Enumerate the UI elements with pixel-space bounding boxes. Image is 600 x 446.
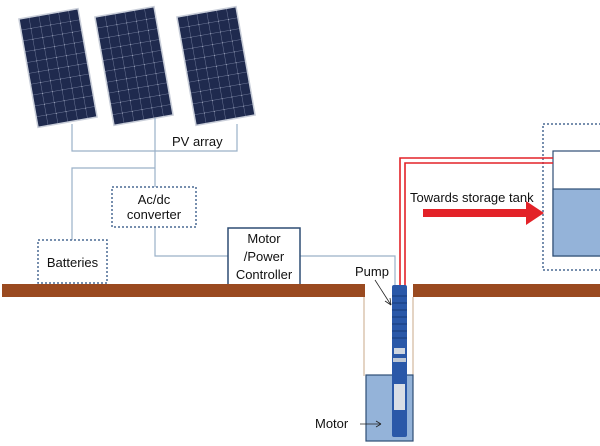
solar-panel-3 xyxy=(176,5,256,127)
submersible-pump xyxy=(392,285,407,437)
converter-box xyxy=(111,186,197,228)
pump-pointer-arrow xyxy=(374,279,392,306)
wiring xyxy=(71,118,396,285)
ground-right xyxy=(413,284,600,297)
controller-label-line1: Motor xyxy=(247,231,281,246)
batteries-label: Batteries xyxy=(46,255,99,270)
delivery-pipe xyxy=(399,157,553,286)
solar-panel-1 xyxy=(18,7,98,129)
converter-label-line2: converter xyxy=(126,207,182,222)
well-walls xyxy=(363,297,414,376)
pump-label: Pump xyxy=(355,264,389,279)
controller-label-line2: /Power xyxy=(243,249,285,264)
tank-water xyxy=(552,188,600,257)
storage-tank-frame xyxy=(542,123,600,271)
motor-label: Motor xyxy=(315,416,349,431)
flow-label: Towards storage tank xyxy=(410,190,534,205)
controller-label: Motor /Power Controller xyxy=(228,230,300,284)
flow-arrow xyxy=(423,201,544,225)
controller-label-line3: Controller xyxy=(235,267,293,282)
pv-array-label: PV array xyxy=(172,134,223,149)
converter-label-line1: Ac/dc xyxy=(137,192,171,207)
batteries-box xyxy=(37,239,108,284)
converter-label: Ac/dc converter xyxy=(112,192,196,222)
ground-left xyxy=(2,284,365,297)
motor-pointer-arrow xyxy=(360,420,382,428)
solar-panel-2 xyxy=(94,5,174,127)
